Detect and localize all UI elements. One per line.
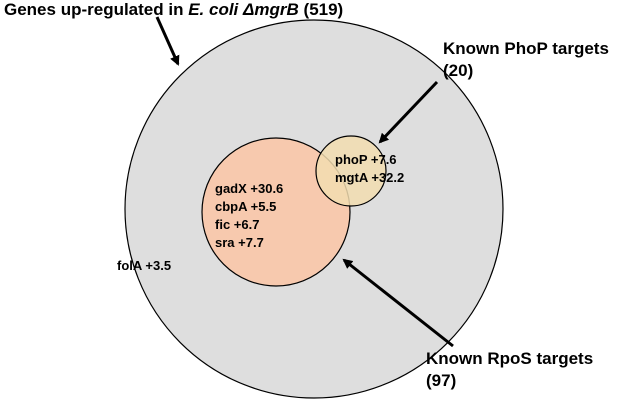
gene-label: mgtA +32.2: [335, 170, 405, 185]
gene-label: folA +3.5: [117, 258, 172, 273]
gene-label: gadX +30.6: [215, 181, 284, 196]
outer-set-arrow: [155, 16, 180, 66]
phop-set-circle: [315, 135, 387, 207]
rpos-set-label: Known RpoS targets (97): [426, 348, 593, 392]
rpos-set-arrow: [342, 258, 454, 348]
outer-only-gene-list: folA +3.5: [117, 257, 171, 275]
outer-set-title: Genes up-regulated in E. coli ΔmgrB (519…: [4, 0, 343, 20]
rpos-gene-list: gadX +30.6 cbpA +5.5 fic +6.7 sra +7.7: [215, 180, 283, 252]
rpos-set-label-count: (97): [426, 371, 457, 390]
gene-label: fic +6.7: [215, 217, 260, 232]
phop-set-label-name: Known PhoP targets: [443, 39, 609, 58]
outer-set-title-prefix: Genes up-regulated in: [4, 0, 189, 19]
phop-set-label: Known PhoP targets (20): [443, 38, 609, 82]
phop-set-arrow: [378, 80, 439, 144]
outer-set-title-count: (519): [298, 0, 344, 19]
rpos-set-circle: [201, 137, 351, 287]
gene-label: phoP +7.6: [335, 152, 397, 167]
gene-label: cbpA +5.5: [215, 199, 277, 214]
phop-set-label-count: (20): [443, 61, 474, 80]
outer-set-title-organism: E. coli ΔmgrB: [188, 0, 299, 19]
rpos-set-label-name: Known RpoS targets: [426, 349, 594, 368]
phop-gene-list: phoP +7.6 mgtA +32.2: [335, 151, 404, 187]
gene-label: sra +7.7: [215, 235, 264, 250]
